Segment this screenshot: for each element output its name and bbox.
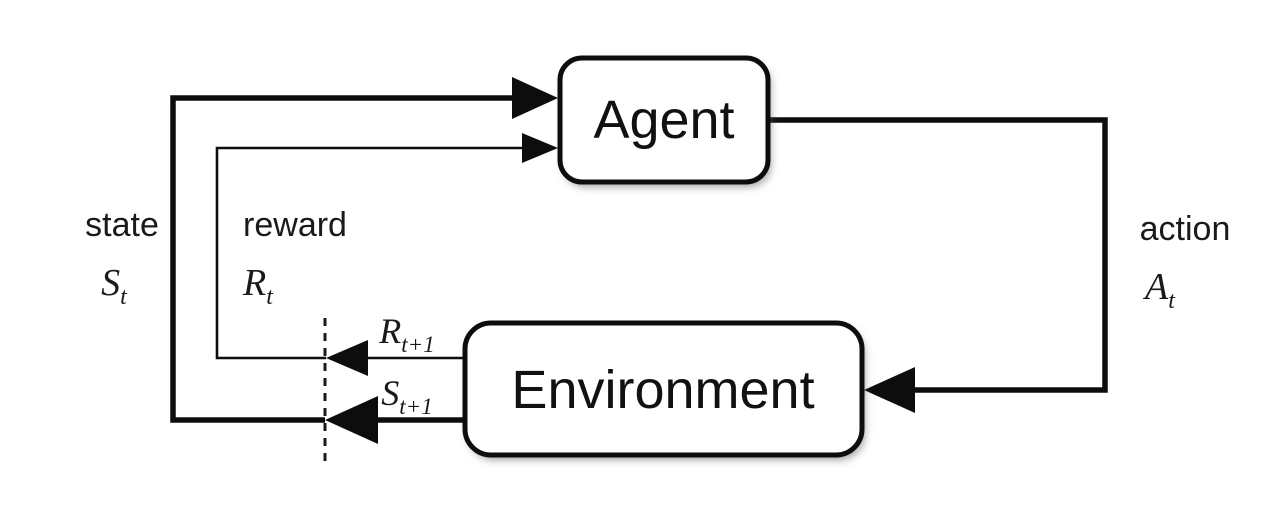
reward-symbol-subscript: t	[266, 284, 274, 310]
next-state-symbol-letter: S	[381, 373, 399, 413]
agent-label: Agent	[593, 90, 734, 150]
next-state-arrowhead-at-divider	[325, 396, 378, 444]
reward-label-group: reward Rt	[242, 206, 347, 310]
next-reward-arrowhead-at-divider	[326, 340, 368, 376]
reward-line-left-rail	[215, 146, 530, 360]
reward-symbol-letter: R	[242, 262, 266, 304]
next-reward-symbol-subscript: t+1	[401, 332, 434, 357]
node-environment[interactable]: Environment	[462, 320, 865, 458]
state-line-left-rail	[170, 95, 530, 423]
state-symbol-subscript: t	[120, 284, 128, 310]
agent-box-fill	[560, 58, 768, 182]
action-symbol-letter: A	[1142, 266, 1169, 308]
next-reward-symbol-label: Rt+1	[378, 311, 434, 357]
action-symbol-label: At	[1142, 266, 1176, 314]
action-label-group: action At	[1140, 210, 1231, 314]
agent-box-outline	[557, 55, 771, 185]
state-symbol-letter: S	[101, 262, 120, 304]
action-word-label: action	[1140, 210, 1231, 248]
action-arrowhead-into-environment	[864, 367, 915, 413]
next-state-symbol-label: St+1	[381, 373, 432, 419]
state-symbol-label: St	[101, 262, 128, 310]
state-arrowhead-into-agent	[512, 77, 558, 119]
next-reward-symbol-letter: R	[378, 311, 401, 351]
environment-label: Environment	[511, 360, 814, 420]
node-agent[interactable]: Agent	[557, 55, 771, 185]
reward-arrowhead-into-agent	[522, 133, 558, 163]
action-symbol-subscript: t	[1168, 288, 1176, 314]
reward-word-label: reward	[243, 206, 347, 244]
environment-box-fill	[465, 323, 862, 455]
next-state-symbol-subscript: t+1	[399, 394, 432, 419]
action-flow-path	[768, 117, 1108, 413]
state-label-group: state St	[85, 206, 159, 310]
state-word-label: state	[85, 206, 159, 244]
action-line-right-rail	[768, 117, 1108, 393]
reward-symbol-label: Rt	[242, 262, 274, 310]
environment-box-outline	[462, 320, 865, 458]
